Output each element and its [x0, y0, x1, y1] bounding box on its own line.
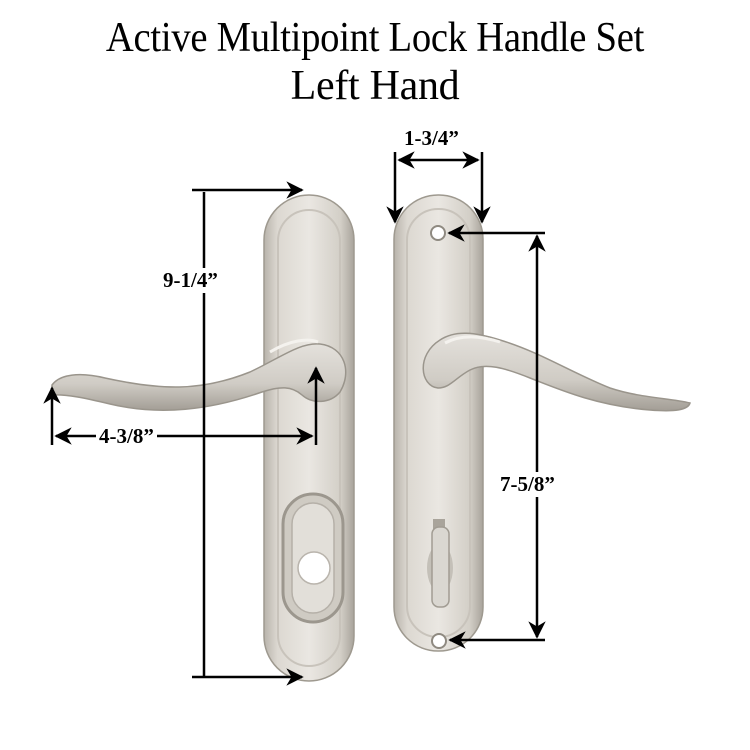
- label-plate-width: 1-3/4”: [404, 126, 459, 150]
- exterior-plate: [263, 194, 355, 682]
- label-hole-spacing: 7-5/8”: [497, 472, 558, 497]
- dimension-plate-width: [386, 151, 491, 224]
- interior-plate: [393, 194, 484, 652]
- label-lever-length: 4-3/8”: [96, 424, 157, 449]
- title-line-2: Left Hand: [290, 63, 460, 109]
- title-line-1: Active Multipoint Lock Handle Set: [105, 15, 645, 61]
- exterior-lever: [51, 338, 347, 411]
- bottom-screw-hole-icon: [431, 633, 447, 649]
- label-overall-height: 9-1/4”: [160, 268, 221, 293]
- dimension-hole-spacing: [447, 224, 546, 649]
- top-screw-hole-icon: [430, 225, 446, 241]
- thumb-turn-icon: [427, 519, 453, 608]
- key-cylinder-icon: [281, 492, 345, 624]
